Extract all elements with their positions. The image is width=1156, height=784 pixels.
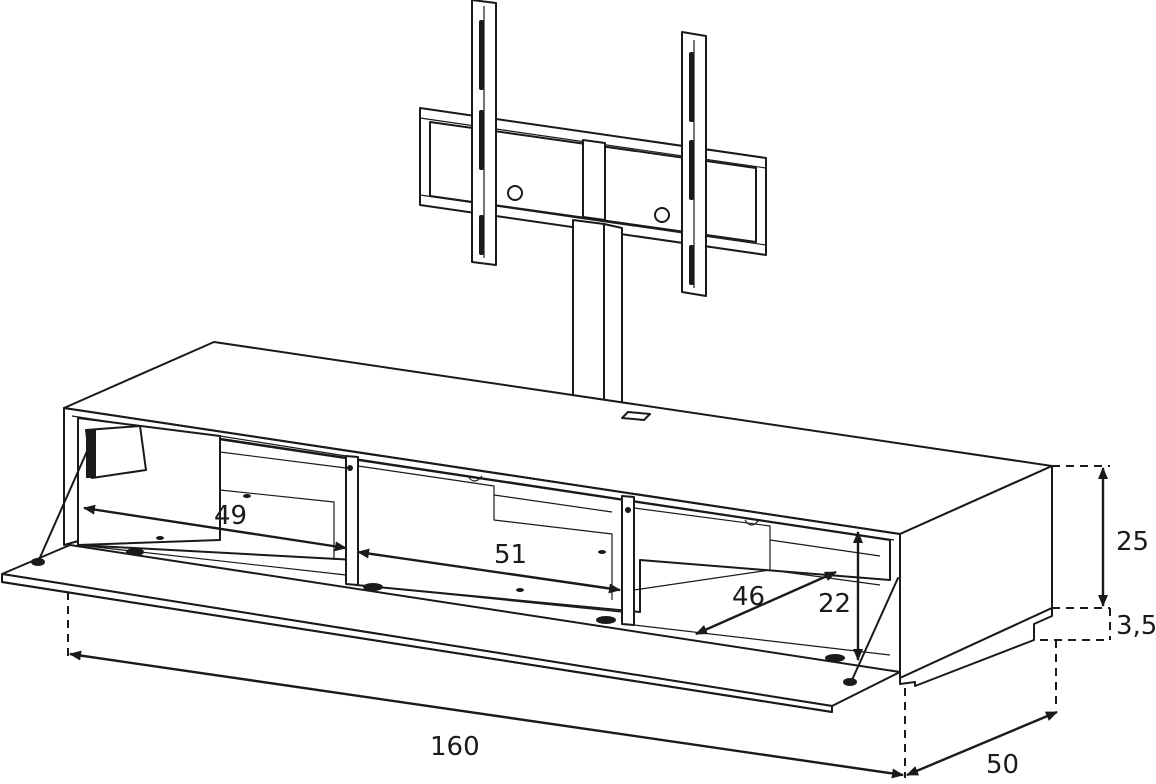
divider-right — [621, 495, 635, 626]
label-left-compartment: 49 — [214, 501, 247, 531]
mount-pole — [572, 219, 623, 437]
label-middle-compartment: 51 — [494, 540, 527, 570]
divider-left — [345, 455, 359, 586]
dimension-lines — [67, 465, 1111, 779]
label-plinth-height: 3,5 — [1116, 611, 1156, 641]
label-total-width: 160 — [430, 732, 480, 762]
dim-right-arrow — [695, 570, 837, 636]
label-depth: 50 — [986, 750, 1019, 780]
dim-middle-arrow — [357, 548, 621, 594]
tv-mount-bracket — [419, 0, 767, 297]
dim-width-arrow — [69, 650, 904, 779]
label-right-compartment: 46 — [732, 582, 765, 612]
label-cabinet-height: 25 — [1116, 527, 1149, 557]
dim-depth-arrow — [906, 710, 1058, 777]
label-inner-height: 22 — [818, 589, 851, 619]
dim-left-arrow — [83, 504, 347, 552]
